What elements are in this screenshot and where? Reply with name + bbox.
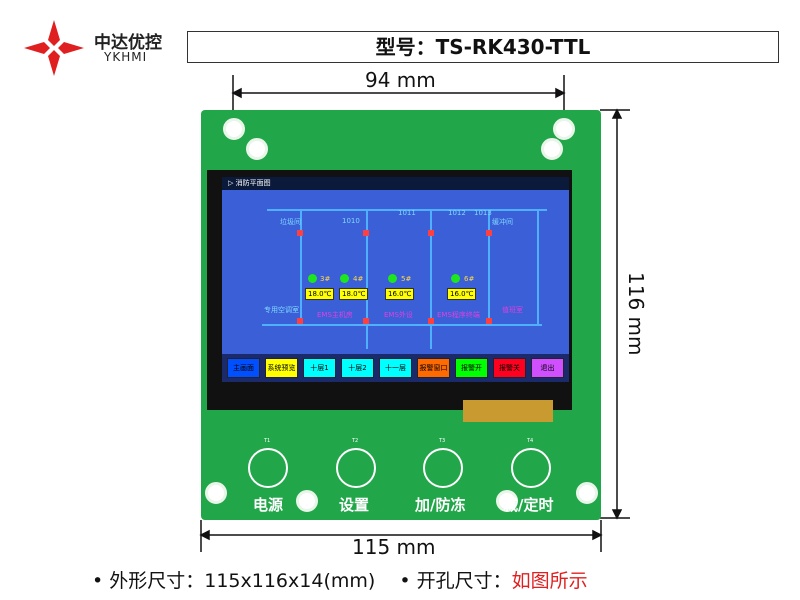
room-label: EMS主机房 [317, 311, 353, 319]
key-tag: T3 [439, 438, 446, 444]
room-label: 1012 [448, 209, 466, 217]
sensor-id: 6# [464, 275, 475, 283]
room-label: 1011 [398, 209, 416, 217]
alarm-on-button[interactable]: 报警开 [455, 358, 488, 378]
dimension-top: 94 mm [365, 68, 436, 92]
sensor-id: 4# [353, 275, 364, 283]
alarm-off-button[interactable]: 报警关 [493, 358, 526, 378]
room-label: EMS程序终端 [437, 311, 480, 319]
sensor-marker [486, 318, 492, 324]
sensor-status-icon [388, 274, 397, 283]
fpc-connector [463, 400, 553, 422]
hmi-screen: ▷ 消防平面图 垃圾间 1010 1011 1012 1013 缓冲间 专用空调… [222, 177, 569, 382]
key-label: 设置 [339, 496, 370, 514]
sensor-marker [363, 318, 369, 324]
sensor-marker [297, 230, 303, 236]
sensor-temp: 18.0℃ [339, 288, 369, 300]
floor10-1-button[interactable]: 十层1 [303, 358, 336, 378]
sensor-marker [297, 318, 303, 324]
touch-key-settings[interactable] [336, 448, 376, 488]
sensor-marker [363, 230, 369, 236]
room-label: 专用空调室 [264, 306, 299, 314]
key-label: 加/防冻 [415, 496, 466, 514]
key-tag: T4 [527, 438, 534, 444]
brand-name-en: YKHMI [104, 50, 148, 64]
cutout-label: • 开孔尺寸： [399, 570, 512, 592]
size-label: • 外形尺寸： [92, 570, 205, 592]
brand-name: 中达优控 [94, 33, 162, 53]
floor10-2-button[interactable]: 十层2 [341, 358, 374, 378]
touch-key-plus[interactable] [423, 448, 463, 488]
alarm-window-button[interactable]: 报警窗口 [417, 358, 450, 378]
dimension-height: 116 mm [624, 272, 648, 356]
sensor-temp: 16.0℃ [447, 288, 477, 300]
dimension-bottom: 115 mm [352, 535, 436, 559]
sensor-temp: 18.0℃ [305, 288, 335, 300]
room-label: 值班室 [502, 306, 523, 314]
nav-button-bar: 主画面 系统预览 十层1 十层2 十一层 报警窗口 报警开 报警关 退出 [222, 354, 569, 382]
brand-logo [24, 20, 84, 76]
model-label: 型号：TS-RK430-TTL [187, 31, 779, 63]
sensor-status-icon [340, 274, 349, 283]
key-tag: T1 [264, 438, 271, 444]
sensor-temp: 16.0℃ [385, 288, 415, 300]
size-value: 115x116x14(mm) [204, 570, 376, 592]
touch-key-minus[interactable] [511, 448, 551, 488]
cutout-value: 如图所示 [511, 570, 588, 592]
main-screen-button[interactable]: 主画面 [227, 358, 260, 378]
key-label: 电源 [253, 496, 284, 514]
room-label: 1013 [474, 209, 492, 217]
sensor-marker [428, 318, 434, 324]
sensor-marker [428, 230, 434, 236]
sensor-marker [486, 230, 492, 236]
room-label: 1010 [342, 217, 360, 225]
floor11-button[interactable]: 十一层 [379, 358, 412, 378]
sensor-id: 5# [401, 275, 412, 283]
screen-title: ▷ 消防平面图 [222, 177, 569, 190]
key-tag: T2 [352, 438, 359, 444]
key-label: 减/定时 [503, 496, 554, 514]
room-label: EMS外设 [384, 311, 413, 319]
room-label: 缓冲间 [492, 218, 513, 226]
system-preview-button[interactable]: 系统预览 [265, 358, 298, 378]
spec-line: • 外形尺寸：115x116x14(mm) • 开孔尺寸：如图所示 [92, 566, 588, 593]
exit-button[interactable]: 退出 [531, 358, 564, 378]
sensor-status-icon [308, 274, 317, 283]
sensor-status-icon [451, 274, 460, 283]
touch-key-power[interactable] [248, 448, 288, 488]
room-label: 垃圾间 [280, 218, 301, 226]
sensor-id: 3# [320, 275, 331, 283]
